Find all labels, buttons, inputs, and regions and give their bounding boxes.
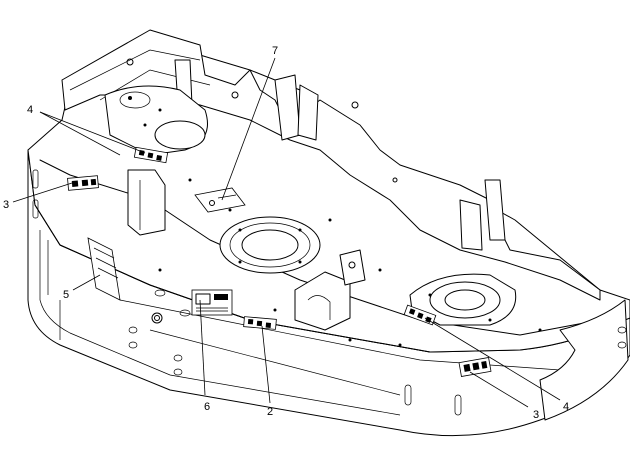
left-spindle [104, 85, 208, 156]
decal-3-right [458, 357, 492, 377]
decal-3-left [67, 175, 99, 191]
callout-3-right: 3 [533, 409, 539, 421]
skirt-details [32, 169, 627, 416]
callout-4-left: 4 [27, 104, 33, 116]
center-spindle [219, 216, 321, 274]
callout-2: 2 [267, 406, 273, 418]
callout-7: 7 [272, 45, 278, 57]
right-spindle [409, 273, 517, 326]
decal-4-left [133, 146, 169, 164]
decal-7-top [194, 187, 246, 213]
leader-lines [12, 57, 561, 408]
mounting-posts [127, 169, 366, 331]
rear-frame [61, 29, 601, 301]
callout-labels: 4 3 5 7 6 2 3 4 [3, 45, 569, 421]
deck-holes [151, 178, 542, 347]
callout-3-left: 3 [3, 199, 9, 211]
callout-6: 6 [204, 401, 210, 413]
decal-6 [191, 289, 233, 316]
decal-2 [243, 316, 277, 330]
callout-5: 5 [63, 289, 69, 301]
decal-5-side [87, 237, 121, 301]
callout-4-right: 4 [563, 401, 569, 413]
